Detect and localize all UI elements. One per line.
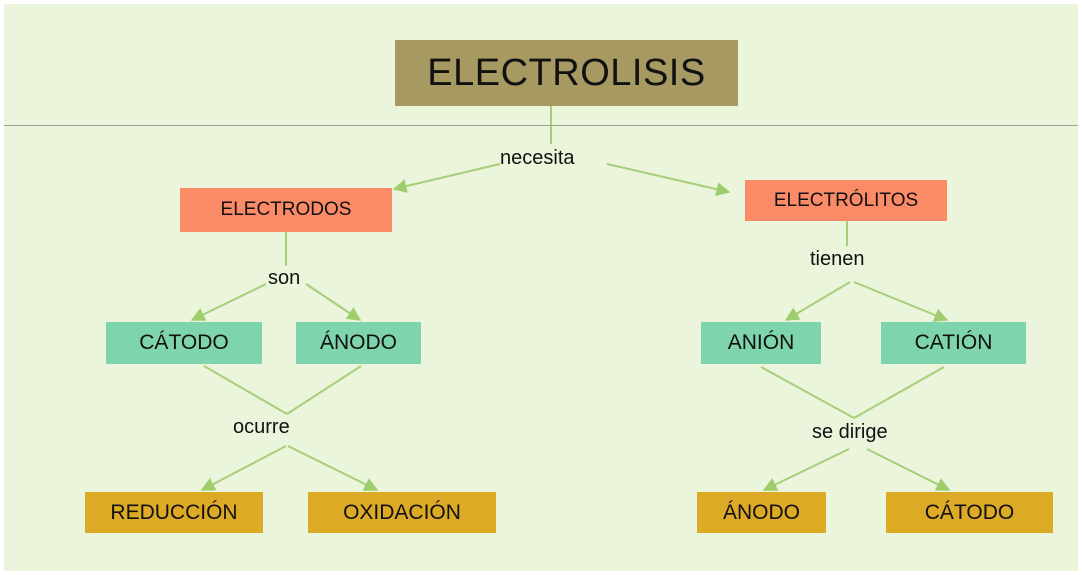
connector-necesita: necesita xyxy=(500,147,575,169)
node-electrolitos-label: ELECTRÓLITOS xyxy=(773,189,919,211)
node-catodo-destino-label: CÁTODO xyxy=(924,500,1015,524)
arrow-to-catodo-destino xyxy=(866,448,951,491)
arrow-to-anion xyxy=(784,281,851,321)
arrow-to-reduccion xyxy=(200,445,287,491)
line-anodo-converge xyxy=(286,365,362,415)
node-anodo: ÁNODO xyxy=(296,322,421,364)
node-anodo-destino-label: ÁNODO xyxy=(722,500,800,524)
node-cation-label: CATIÓN xyxy=(914,331,993,354)
node-reduccion: REDUCCIÓN xyxy=(85,492,263,533)
node-reduccion-label: REDUCCIÓN xyxy=(110,500,238,524)
title-text: ELECTROLISIS xyxy=(427,51,706,94)
arrow-to-electrolitos xyxy=(606,163,731,197)
node-anodo-label: ÁNODO xyxy=(319,331,397,354)
arrow-to-catodo xyxy=(190,283,267,321)
divider-line xyxy=(4,125,1078,126)
node-electrodos: ELECTRODOS xyxy=(180,188,392,232)
node-catodo-destino: CÁTODO xyxy=(886,492,1053,533)
connector-tienen: tienen xyxy=(810,248,865,270)
connector-lines xyxy=(190,106,951,491)
line-catodo-converge xyxy=(203,365,288,415)
title-box: ELECTROLISIS xyxy=(395,40,738,106)
arrow-to-anodo xyxy=(305,283,362,321)
node-catodo-label: CÁTODO xyxy=(139,331,229,354)
connector-se-dirige: se dirige xyxy=(812,421,888,443)
arrow-to-oxidacion xyxy=(287,445,379,491)
node-catodo: CÁTODO xyxy=(106,322,262,364)
line-cation-converge xyxy=(853,366,945,419)
node-cation: CATIÓN xyxy=(881,322,1026,364)
node-oxidacion-label: OXIDACIÓN xyxy=(343,500,461,524)
line-anion-converge xyxy=(760,366,855,419)
connector-son: son xyxy=(268,267,301,289)
node-anion-label: ANIÓN xyxy=(727,331,795,354)
node-electrodos-label: ELECTRODOS xyxy=(220,199,352,220)
connector-ocurre: ocurre xyxy=(233,416,290,438)
arrow-to-electrodos xyxy=(392,163,501,193)
node-anodo-destino: ÁNODO xyxy=(697,492,826,533)
node-anion: ANIÓN xyxy=(701,322,821,364)
arrow-to-cation xyxy=(853,281,949,322)
concept-map-slide: ELECTROLISIS necesita ELECTRODOS ELECTRÓ… xyxy=(4,4,1078,571)
node-electrolitos: ELECTRÓLITOS xyxy=(745,180,947,221)
node-oxidacion: OXIDACIÓN xyxy=(308,492,496,533)
arrow-to-anodo-destino xyxy=(762,448,850,491)
